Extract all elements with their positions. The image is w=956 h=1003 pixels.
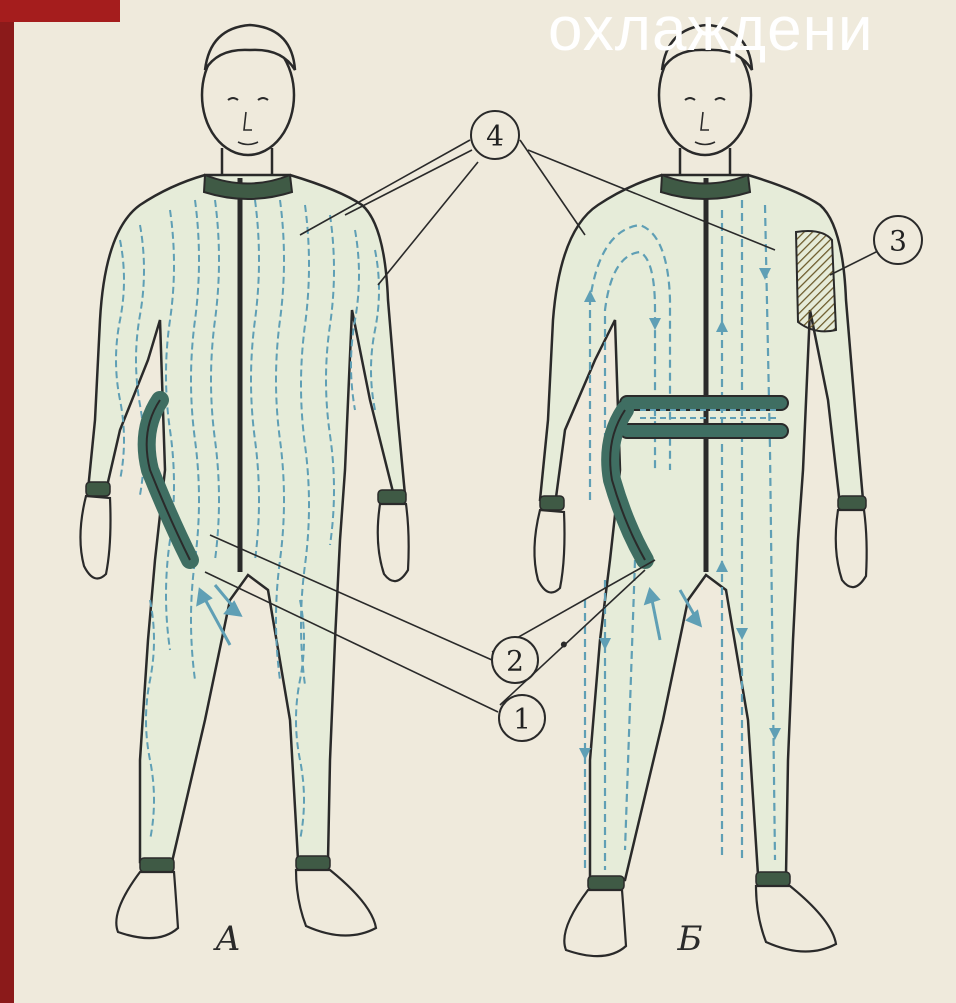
figure-b-arm-pad [796, 231, 836, 331]
slide-title: охлаждени [548, 0, 873, 66]
figure-a [80, 25, 408, 938]
svg-text:2: 2 [506, 645, 524, 678]
figure-a-letter: А [213, 919, 241, 959]
callout-3: 3 [874, 216, 922, 264]
figure-b [534, 25, 866, 956]
figure-a-suit [88, 175, 405, 862]
callout-4: 4 [471, 111, 519, 159]
svg-text:1: 1 [513, 703, 531, 736]
callout-2: 2 [492, 637, 538, 683]
callout-1: 1 [499, 695, 545, 741]
svg-text:4: 4 [486, 120, 504, 153]
figure-b-belt-tubes [620, 396, 788, 438]
callout-2-mark: • [560, 632, 568, 657]
figure-a-head [202, 25, 295, 176]
figure-b-letter: Б [677, 919, 703, 959]
svg-text:3: 3 [889, 225, 907, 258]
